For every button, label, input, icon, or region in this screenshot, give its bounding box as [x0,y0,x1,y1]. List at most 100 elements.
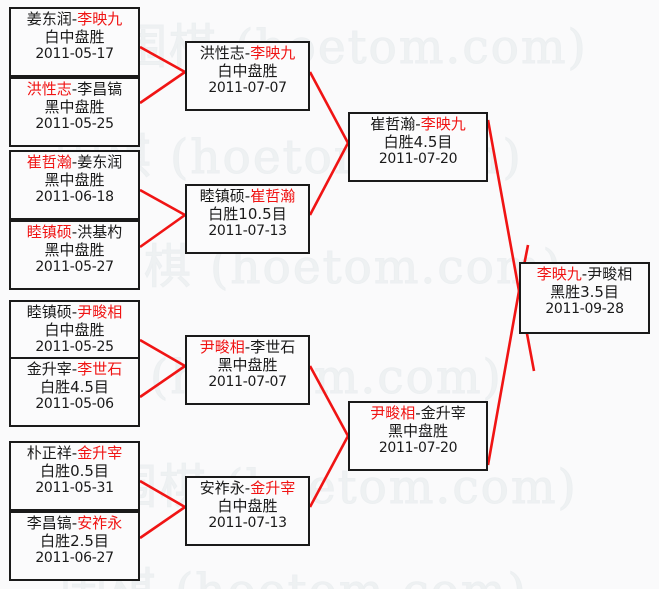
match-result: 白中盘胜 [217,496,278,515]
match-result: 黑中盘胜 [387,421,448,440]
player-left: 朴正祥 [26,444,72,462]
player-right: 李世石 [77,360,123,378]
match-date: 2011-07-20 [378,151,458,168]
match-box[interactable]: 朴正祥-金升宰 白胜0.5目 2011-05-31 [9,441,140,511]
match-date: 2011-07-07 [208,374,287,391]
match-players: 朴正祥-金升宰 [26,444,123,462]
match-players: 安祚永-金升宰 [199,479,296,497]
player-right: 李映九 [77,10,123,28]
match-box[interactable]: 金升宰-李世石 白胜4.5目 2011-05-06 [9,357,140,427]
connector-r1m3 [139,188,186,217]
player-right: 李映九 [420,115,466,133]
connector-r2m1 [308,71,350,144]
match-players: 睦镇硕-洪基杓 [26,223,123,241]
player-right: 崔哲瀚 [250,187,296,205]
player-left: 睦镇硕 [26,303,72,321]
match-date: 2011-09-28 [545,301,624,318]
player-left: 李昌镐 [26,514,72,532]
connector-r2m4 [308,435,350,508]
match-box[interactable]: 睦镇硕-崔哲瀚 白胜10.5目 2011-07-13 [185,184,310,254]
connector-r1m4 [139,213,186,249]
player-right: 金升宰 [420,404,466,422]
match-result: 白中盘胜 [217,61,278,80]
match-box[interactable]: 尹畯相-金升宰 黑中盘胜 2011-07-20 [348,401,488,471]
match-result: 白胜4.5目 [40,377,109,396]
player-left: 尹畯相 [370,404,416,422]
player-right: 洪基杓 [77,223,123,241]
match-box[interactable]: 崔哲瀚-李映九 白胜4.5目 2011-07-20 [348,112,488,182]
match-box[interactable]: 洪性志-李映九 白中盘胜 2011-07-07 [185,41,310,111]
match-result: 黑中盘胜 [44,240,105,259]
player-left: 洪性志 [199,44,245,62]
connector-r1m7 [139,479,186,509]
match-result: 黑中盘胜 [44,97,105,116]
match-result: 白中盘胜 [44,320,105,339]
match-box-final[interactable]: 李映九-尹畯相 黑胜3.5目 2011-09-28 [519,262,650,334]
match-date: 2011-05-27 [35,259,114,276]
match-players: 崔哲瀚-姜东润 [26,153,123,171]
player-right: 李昌镐 [77,80,123,98]
player-left: 尹畯相 [199,338,245,356]
watermark-text: 围棋 (hoetom.com) [95,240,563,296]
player-left: 李映九 [536,265,582,283]
match-players: 尹畯相-金升宰 [370,404,466,422]
player-left: 睦镇硕 [26,223,72,241]
player-right: 金升宰 [250,479,296,497]
match-date: 2011-07-13 [208,223,287,240]
match-result: 白胜0.5目 [40,461,109,480]
match-players: 洪性志-李映九 [199,44,296,62]
connector-r1m6 [139,364,186,399]
match-players: 洪性志-李昌镐 [26,80,123,98]
player-right: 尹畯相 [587,265,633,283]
player-right: 金升宰 [77,444,123,462]
player-left: 崔哲瀚 [370,115,416,133]
match-date: 2011-05-17 [35,46,114,63]
match-result: 白胜2.5目 [40,531,109,550]
match-players: 姜东润-李映九 [26,10,123,28]
match-date: 2011-06-18 [35,189,114,206]
match-date: 2011-05-25 [35,116,114,133]
player-right: 李映九 [250,44,296,62]
player-right: 李世石 [250,338,296,356]
match-box[interactable]: 睦镇硕-洪基杓 黑中盘胜 2011-05-27 [9,220,140,290]
match-result: 黑胜3.5目 [550,282,619,301]
match-result: 白胜4.5目 [383,132,453,151]
match-date: 2011-07-20 [378,440,458,457]
match-box[interactable]: 安祚永-金升宰 白中盘胜 2011-07-13 [185,476,310,546]
connector-r1m2 [139,70,186,105]
connector-r1m1 [139,45,186,74]
match-date: 2011-06-27 [35,550,114,567]
player-left: 安祚永 [199,479,245,497]
connector-r1m5 [139,338,186,368]
match-players: 睦镇硕-崔哲瀚 [199,187,296,205]
connector-r2m2 [308,142,350,216]
connector-r1m8 [139,505,186,540]
match-box[interactable]: 姜东润-李映九 白中盘胜 2011-05-17 [9,7,140,77]
match-date: 2011-05-31 [35,480,114,497]
match-box[interactable]: 李昌镐-安祚永 白胜2.5目 2011-06-27 [9,511,140,581]
match-players: 尹畯相-李世石 [199,338,296,356]
match-box[interactable]: 崔哲瀚-姜东润 黑中盘胜 2011-06-18 [9,150,140,220]
player-left: 金升宰 [26,360,72,378]
match-date: 2011-07-13 [208,515,287,532]
match-result: 白中盘胜 [44,27,105,46]
player-right: 尹畯相 [77,303,123,321]
player-left: 睦镇硕 [199,187,245,205]
match-box[interactable]: 尹畯相-李世石 黑中盘胜 2011-07-07 [185,335,310,405]
match-players: 崔哲瀚-李映九 [370,115,466,133]
connector-r2m3 [308,365,350,437]
player-right: 姜东润 [77,153,123,171]
match-box[interactable]: 洪性志-李昌镐 黑中盘胜 2011-05-25 [9,77,140,147]
match-players: 金升宰-李世石 [26,360,123,378]
match-result: 黑中盘胜 [44,170,105,189]
match-date: 2011-05-06 [35,396,114,413]
player-left: 崔哲瀚 [26,153,72,171]
match-players: 李昌镐-安祚永 [26,514,123,532]
match-result: 黑中盘胜 [217,355,278,374]
player-right: 安祚永 [77,514,123,532]
player-left: 姜东润 [26,10,72,28]
match-players: 李映九-尹畯相 [536,265,633,283]
match-date: 2011-07-07 [208,80,287,97]
match-date: 2011-05-25 [35,339,114,356]
